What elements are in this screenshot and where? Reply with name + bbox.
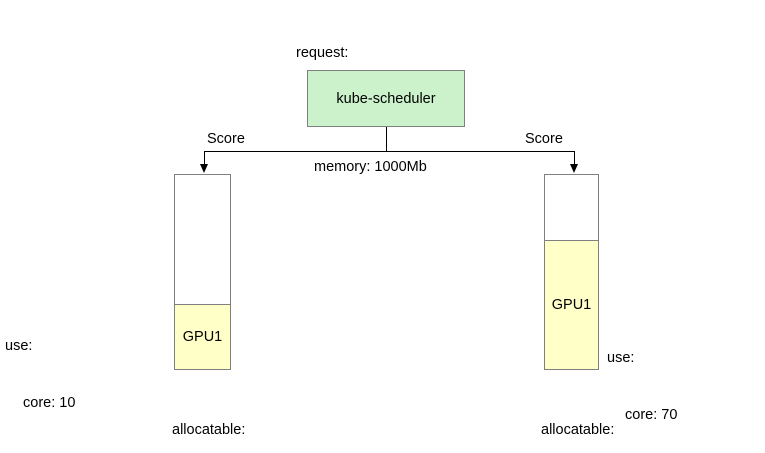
request-header: request: [296, 45, 349, 61]
node-left-use-header: use: [5, 338, 33, 354]
node-bar-right[interactable]: GPU1 [544, 174, 599, 370]
connector-left-drop [204, 151, 205, 167]
node-right-allocatable-annotation: allocatable: core: 100 memory: 8000Mb [541, 383, 672, 453]
node-left-allocatable-annotation: allocatable: core: 100 memory: 8000Mb [172, 383, 303, 453]
node-right-use-header: use: [607, 350, 635, 366]
kube-scheduler-label: kube-scheduler [336, 90, 436, 107]
edge-label-left-score: Score [207, 131, 245, 147]
kube-scheduler-box[interactable]: kube-scheduler [307, 70, 465, 127]
request-memory: memory: 1000Mb [314, 159, 427, 175]
node-left-allocatable-header: allocatable: [172, 422, 246, 438]
node-used-left: GPU1 [175, 304, 230, 369]
node-right-use-annotation: use: core: 70 memory: 6000Mb [607, 311, 738, 453]
connector-right-drop [574, 151, 575, 167]
connector-trunk [386, 127, 387, 151]
edge-label-right-score: Score [525, 131, 563, 147]
node-right-gpu-label: GPU1 [551, 297, 592, 313]
arrowhead-left-icon [200, 164, 208, 173]
arrowhead-right-icon [570, 164, 578, 173]
node-left-use-annotation: use: core: 10 memory: 2000Mb [5, 299, 136, 453]
node-bar-left[interactable]: GPU1 [174, 174, 231, 370]
node-left-gpu-label: GPU1 [182, 329, 223, 345]
node-left-use-core: core: 10 [23, 395, 76, 411]
node-used-right: GPU1 [545, 240, 598, 369]
node-right-use-core: core: 70 [625, 407, 678, 423]
node-right-allocatable-header: allocatable: [541, 422, 615, 438]
connector-branch-bar [204, 151, 574, 152]
